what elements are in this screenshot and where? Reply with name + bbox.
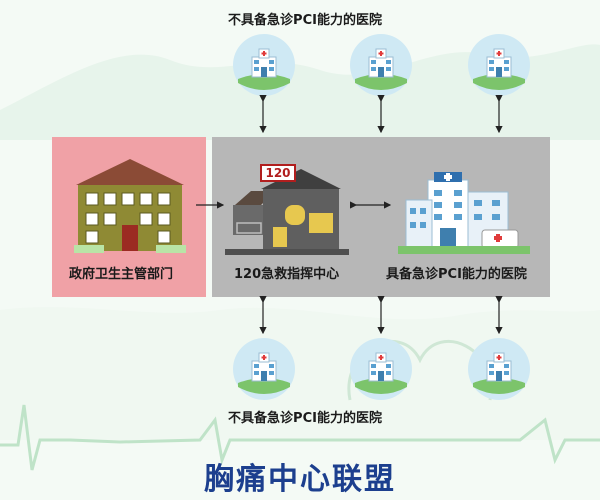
government-label: 政府卫生主管部门: [69, 267, 174, 282]
pci-hospital-label: 具备急诊PCI能力的医院: [386, 267, 527, 282]
hospital-icon: [350, 34, 412, 96]
page-title: 胸痛中心联盟: [204, 462, 396, 497]
bottom-hospitals-label: 不具备急诊PCI能力的医院: [228, 411, 382, 426]
hospital-icon: [468, 34, 530, 96]
top-hospitals-label: 不具备急诊PCI能力的医院: [228, 13, 382, 28]
pci-hospital-icon: [398, 172, 530, 254]
hospital-icon: [468, 338, 530, 400]
emergency-center-sign: 120: [260, 164, 296, 182]
hospital-icon: [233, 34, 295, 96]
emergency-center-icon: [225, 169, 349, 255]
hospital-icon: [350, 338, 412, 400]
hospital-icon: [233, 338, 295, 400]
emergency-center-label: 120急救指挥中心: [234, 267, 340, 282]
government-panel: 政府卫生主管部门: [52, 137, 206, 297]
government-building-icon: [74, 159, 186, 253]
heartbeat-line: [0, 404, 600, 471]
